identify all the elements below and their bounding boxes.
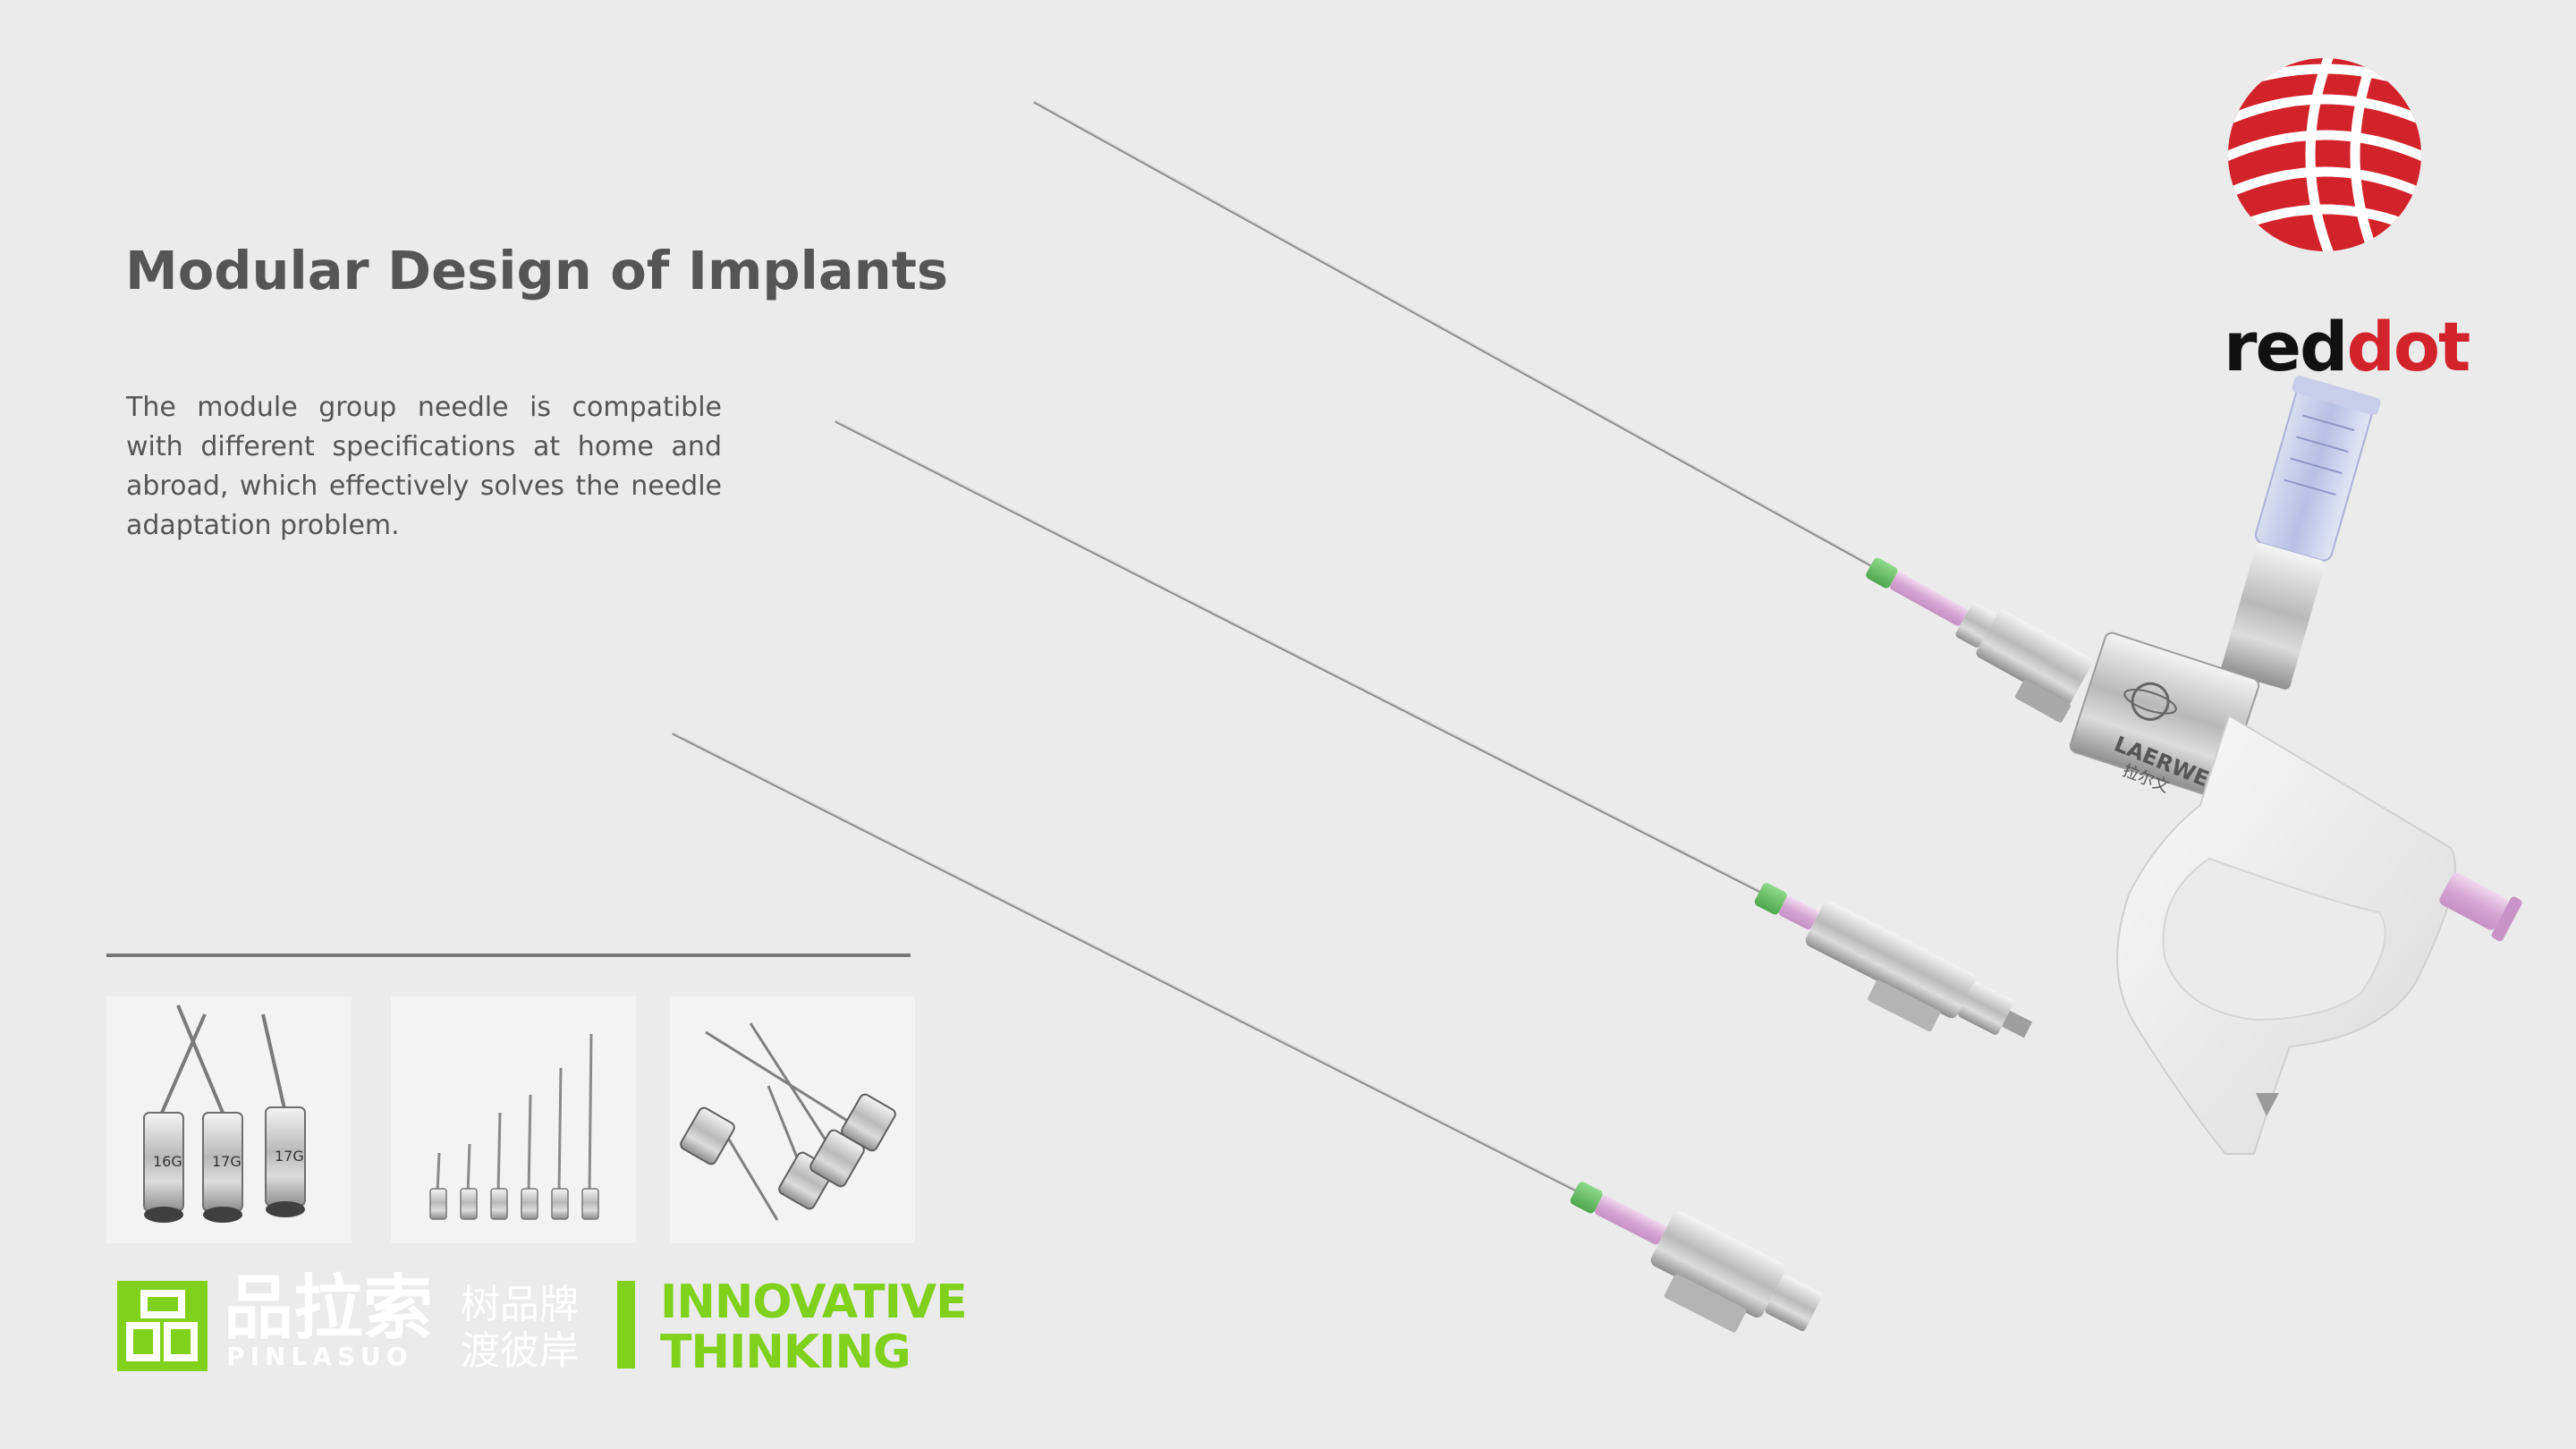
reddot-sphere-icon [2228,58,2421,251]
hub-label-3: 17G [275,1148,304,1165]
reddot-word-red: red [2224,307,2348,386]
gallery-thumb-needle-hubs: 16G 17G 17G [106,996,352,1243]
brand-name-cn: 品拉索 [224,1268,434,1349]
brand-tagline: INNOVATIVE THINKING [660,1275,968,1379]
gallery-thumb-needle-cluster [670,996,915,1243]
reddot-wordmark: reddot [2224,313,2470,381]
needle-bottom [672,732,1823,1333]
needle-middle [835,419,2033,1038]
reddot-word-dot: dot [2346,307,2470,386]
brand-tagline-line1: INNOVATIVE [660,1275,968,1329]
brand-accent-bar [617,1281,635,1368]
hub-label-1: 16G [153,1153,182,1170]
description-text: The module group needle is compatible wi… [126,392,722,541]
pinlasuo-square-logo-icon [117,1281,208,1371]
brand-slogan: 树品牌渡彼岸 [461,1282,579,1374]
brand-name-en: PINLASUO [226,1342,413,1371]
hub-label-2: 17G [212,1153,242,1170]
needle-top [1033,100,2093,723]
section-divider [106,953,911,957]
brand-tagline-line2: THINKING [660,1326,911,1379]
injector-gun: LAERWEN 拉尔文 [2069,375,2522,1155]
gallery-thumb-needle-sizes [391,996,636,1243]
page-title: Modular Design of Implants [125,240,949,301]
